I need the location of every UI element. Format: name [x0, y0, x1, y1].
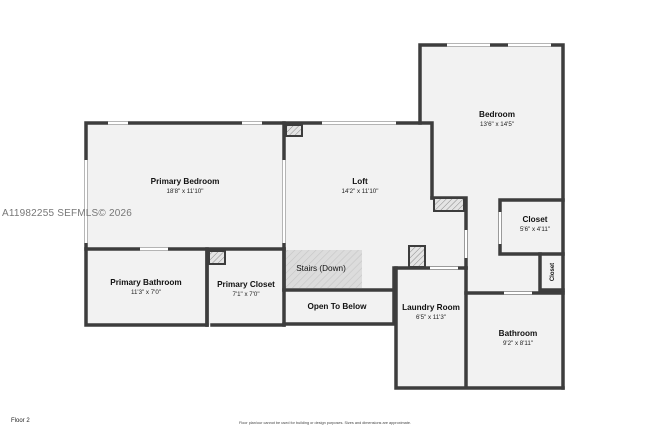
stairs-name: Stairs (Down) [296, 264, 346, 273]
bedroom-floor [420, 45, 563, 293]
wall-small-closet [538, 252, 565, 292]
chases [208, 124, 465, 268]
primary-bedroom-name: Primary Bedroom [151, 177, 220, 186]
laundry-room-name: Laundry Room [402, 303, 460, 312]
primary-bedroom-floor [86, 123, 284, 249]
room-labels: Primary Bedroom 18'8" x 11'10" Loft 14'2… [110, 110, 556, 347]
closet-dims: 5'6" x 4'11" [520, 226, 550, 233]
primary-bathroom-name: Primary Bathroom [110, 278, 181, 287]
bedroom-name: Bedroom [479, 110, 515, 119]
mls-watermark: A11982255 SEFMLS© 2026 [2, 208, 133, 219]
loft-name: Loft [352, 177, 368, 186]
laundry-room-dims: 6'5" x 11'3" [416, 314, 446, 321]
primary-bathroom-floor [86, 249, 207, 325]
open-to-below-floor [284, 290, 394, 324]
closet-name: Closet [522, 215, 547, 224]
stairs-floor [284, 250, 362, 288]
loft-dims: 14'2" x 11'10" [342, 188, 379, 195]
bedroom-dims: 13'6" x 14'5" [480, 121, 514, 128]
wall-laundry [394, 266, 565, 390]
bathroom-floor [466, 293, 563, 388]
chase-primary-closet [208, 250, 226, 265]
chase-loft [285, 124, 303, 137]
bathroom-name: Bathroom [499, 329, 538, 338]
open-to-below-name: Open To Below [308, 302, 368, 311]
primary-closet-name: Primary Closet [217, 280, 275, 289]
floor-fills [86, 45, 563, 388]
disclaimer-text: Floor plan/our cannot be used for buildi… [238, 421, 412, 425]
window-edges [84, 43, 551, 251]
primary-closet-dims: 7'1" x 7'0" [232, 291, 259, 298]
bathroom-dims: 9'2" x 8'11" [503, 340, 533, 347]
windows [84, 43, 551, 295]
chase-loft-right [433, 197, 465, 212]
wall-primary-closet [205, 247, 286, 327]
small-closet-name: Closet [550, 263, 556, 281]
floor-label: Floor 2 [11, 418, 30, 424]
laundry-room-floor [396, 268, 466, 388]
primary-bedroom-dims: 18'8" x 11'10" [167, 188, 204, 195]
chase-laundry [408, 245, 426, 268]
primary-bathroom-dims: 11'3" x 7'0" [131, 289, 161, 296]
